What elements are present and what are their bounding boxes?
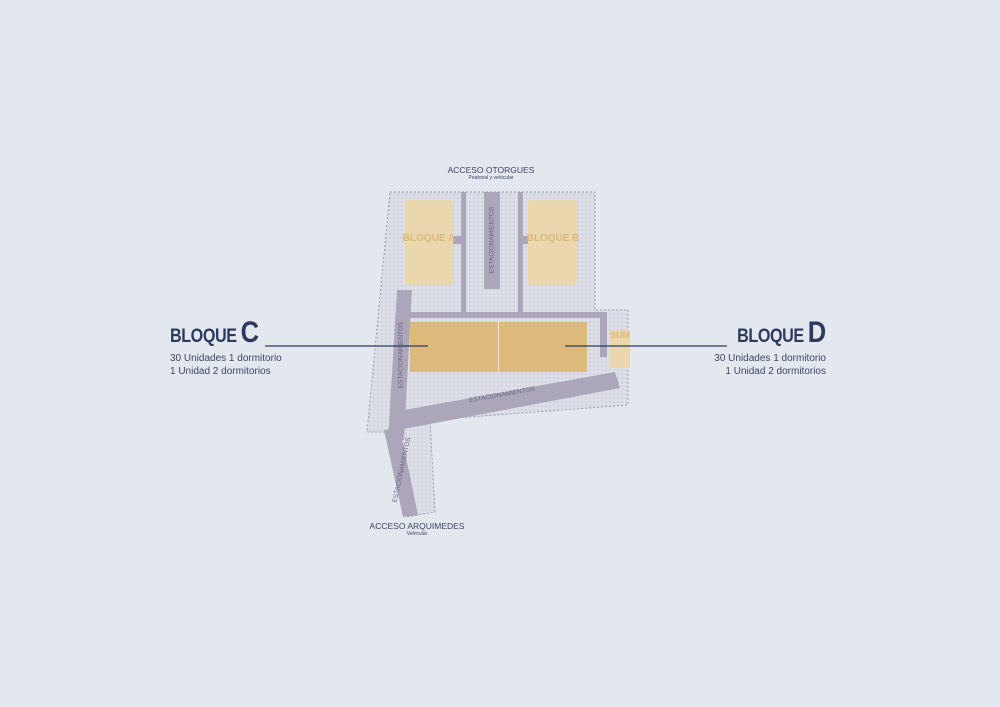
roads — [384, 192, 620, 517]
bloque-c-shape — [410, 322, 498, 372]
sum-shape — [610, 330, 630, 368]
sum-label: SUM — [610, 330, 630, 340]
bloque-d-line1: 30 Unidades 1 dormitorio — [714, 353, 826, 364]
parking-label-left: ESTACIONAMIENTOS — [397, 321, 405, 389]
access-arquimedes-subtitle: Vehicular — [406, 531, 428, 537]
bloque-c-callout: BLOQUE C 30 Unidades 1 dormitorio 1 Unid… — [170, 316, 282, 378]
bloque-b-shape — [528, 200, 577, 285]
bloque-b-label: BLOQUE B — [526, 233, 580, 244]
access-otorgues-title: ACCESO OTORGUES — [447, 165, 535, 175]
access-arquimedes: ACCESO ARQUIMEDES Vehicular — [370, 521, 465, 537]
bloque-d-letter: D — [808, 316, 826, 349]
bloque-c-word: BLOQUE — [170, 326, 237, 347]
bloque-d-callout: BLOQUE D 30 Unidades 1 dormitorio 1 Unid… — [714, 316, 826, 378]
bloque-a-shape — [405, 200, 453, 285]
access-arquimedes-title: ACCESO ARQUIMEDES — [369, 521, 465, 531]
access-otorgues: ACCESO OTORGUES Peatonal y vehicular — [448, 165, 535, 181]
bloque-c-line1: 30 Unidades 1 dormitorio — [170, 353, 282, 364]
bloque-c-letter: C — [240, 316, 259, 349]
bloque-a-label: BLOQUE A — [402, 233, 456, 244]
bloque-d-shape — [499, 322, 587, 372]
access-otorgues-subtitle: Peatonal y vehicular — [468, 175, 514, 181]
bloque-d-line2: 1 Unidad 2 dormitorios — [725, 366, 826, 377]
bloque-c-line2: 1 Unidad 2 dormitorios — [170, 366, 271, 377]
bloque-d-word: BLOQUE — [737, 326, 804, 347]
parking-label-top: ESTACIONAMIENTOS — [488, 206, 496, 274]
